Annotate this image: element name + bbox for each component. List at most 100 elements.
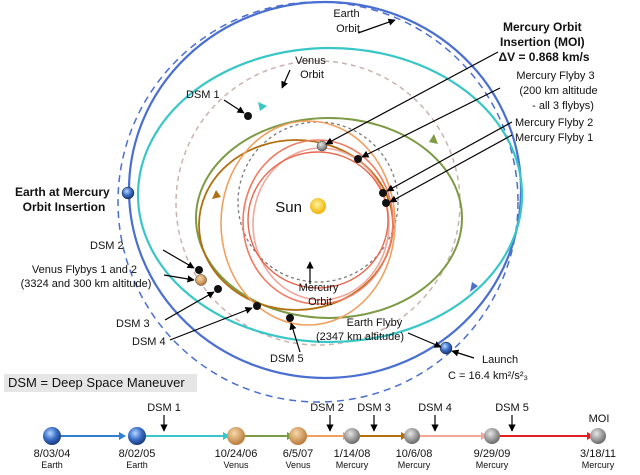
timeline-arrowhead-1 — [119, 432, 126, 440]
trajectory-earth-venus-leg — [136, 46, 524, 344]
timeline-mercury-3-icon — [484, 428, 500, 444]
dsm5-dot — [286, 314, 294, 322]
timeline-body-3: Venus — [223, 460, 249, 470]
flyby2-leader — [386, 121, 513, 192]
direction-arrow-blue — [470, 282, 478, 292]
trajectory — [127, 0, 524, 380]
dsm4-leader — [169, 307, 253, 341]
flyby2-label: Mercury Flyby 2 — [515, 117, 593, 129]
flyby3-leader — [361, 87, 501, 158]
venus-flybys-leader — [163, 274, 195, 283]
timeline: DSM 1 DSM 2 DSM 3 DSM 4 DSM 5 MOI 8/03/0… — [34, 402, 616, 470]
dsm4-dot — [253, 302, 261, 310]
earth-at-moi-label: Earth at Mercury Orbit Insertion — [15, 185, 113, 214]
timeline-date-1: 8/03/04 — [34, 448, 71, 460]
trajectory-mercury-phase-red — [247, 151, 389, 289]
venus-orbit-leader — [281, 69, 291, 89]
dsm2-leader — [162, 249, 195, 269]
event-dots — [195, 112, 390, 322]
dsm3-label: DSM 3 — [116, 318, 150, 330]
venus-flyby-icon — [195, 274, 207, 286]
venus-flybys-label-line2: (3324 and 300 km altitude) — [21, 278, 152, 290]
diagram-labels: Earth Orbit Venus Orbit Mercury Orbit In… — [15, 8, 600, 382]
timeline-venus-2-icon — [289, 427, 307, 445]
earth-orbit-label-line1: Earth — [333, 8, 359, 20]
timeline-mercury-2-icon — [404, 428, 420, 444]
flyby3-label-line2: (200 km altitude — [519, 85, 597, 97]
launch-label-line1: Launch — [482, 354, 518, 366]
timeline-body-2: Earth — [126, 460, 148, 470]
timeline-dsm1-label: DSM 1 — [147, 402, 181, 414]
mercury-orbit-path — [237, 121, 399, 283]
timeline-body-1: Earth — [41, 460, 63, 470]
sun-label: Sun — [275, 199, 302, 216]
timeline-date-3: 10/24/06 — [215, 448, 258, 460]
dsm1-label: DSM 1 — [186, 89, 220, 101]
sun-icon — [310, 198, 326, 214]
timeline-dsm4-label: DSM 4 — [418, 402, 452, 414]
moi-label-line3: ΔV = 0.868 km/s — [498, 50, 589, 64]
timeline-date-7: 9/29/09 — [474, 448, 511, 460]
moi-label: Mercury Orbit Insertion (MOI) ΔV = 0.868… — [498, 20, 589, 64]
flyby2-dot — [379, 189, 387, 197]
dsm-definition-legend: DSM = Deep Space Maneuver — [4, 374, 197, 392]
dsm4-label: DSM 4 — [132, 336, 166, 348]
venus-orbit-label-line2: Orbit — [300, 69, 324, 81]
timeline-date-6: 10/6/08 — [396, 448, 433, 460]
earth-at-moi-icon — [121, 186, 135, 200]
flyby1-leader — [389, 134, 513, 203]
mercury-moi-icon — [316, 140, 328, 152]
leader-arrows — [162, 18, 513, 359]
earth-orbit-label: Earth Orbit — [333, 8, 362, 35]
mercury-orbit-label-line1: Mercury — [299, 282, 339, 294]
timeline-mercury-moi-icon — [590, 428, 606, 444]
timeline-earth-2-icon — [128, 427, 146, 445]
flyby3-label: Mercury Flyby 3 (200 km altitude - all 3… — [516, 70, 600, 112]
earth-at-moi-label-line1: Earth at Mercury — [15, 185, 110, 199]
dsm3-leader — [164, 291, 215, 321]
venus-orbit-label: Venus Orbit — [295, 55, 329, 81]
moi-label-line2: Insertion (MOI) — [500, 35, 585, 49]
timeline-mercury-1-icon — [344, 428, 360, 444]
earth-orbit-label-line2: Orbit — [336, 23, 360, 35]
timeline-body-7: Mercury — [476, 460, 509, 470]
trajectory-mercury-phase-orange — [220, 120, 396, 326]
sun: Sun — [275, 198, 326, 216]
flyby3-label-line1: Mercury Flyby 3 — [516, 70, 594, 82]
dsm1-leader — [223, 99, 245, 114]
dsm1-dot — [244, 112, 252, 120]
timeline-moi-label: MOI — [589, 413, 610, 425]
launch-label-line2: C = 16.4 km²/s²₃ — [448, 370, 528, 382]
earth-launch-icon — [439, 341, 453, 355]
direction-arrow-brown — [212, 190, 221, 199]
timeline-venus-1-icon — [227, 427, 245, 445]
dsm2-dot — [195, 266, 203, 274]
flyby3-dot — [354, 155, 362, 163]
timeline-body-4: Venus — [285, 460, 311, 470]
flyby1-label: Mercury Flyby 1 — [515, 132, 593, 144]
venus-flybys-label-line1: Venus Flybys 1 and 2 — [32, 264, 137, 276]
timeline-date-4: 6/5/07 — [283, 448, 314, 460]
earth-flyby-label-line1: Earth Flyby — [347, 317, 403, 329]
launch-label: Launch C = 16.4 km²/s²₃ — [448, 354, 528, 382]
moi-label-line1: Mercury Orbit — [503, 20, 582, 34]
direction-arrow-green — [429, 134, 438, 144]
timeline-date-5: 1/14/08 — [334, 448, 371, 460]
venus-flybys-label: Venus Flybys 1 and 2 (3324 and 300 km al… — [21, 264, 152, 290]
timeline-date-2: 8/02/05 — [119, 448, 156, 460]
trajectory-mercury-phase-pink — [252, 147, 390, 301]
venus-orbit-label-line1: Venus — [295, 55, 326, 67]
flyby3-label-line3: - all 3 flybys) — [532, 100, 594, 112]
mercury-orbit-label-line2: Orbit — [308, 296, 332, 308]
timeline-dsm-ticks — [160, 415, 516, 432]
timeline-body-6: Mercury — [398, 460, 431, 470]
timeline-date-8: 3/18/11 — [580, 448, 616, 460]
flyby1-dot — [382, 199, 390, 207]
dsm5-leader — [289, 322, 301, 353]
dsm2-label: DSM 2 — [90, 240, 124, 252]
earth-flyby-label-line2: (2347 km altitude) — [316, 331, 404, 343]
timeline-body-8: Mercury — [582, 460, 615, 470]
launch-leader — [451, 349, 475, 359]
timeline-dsm5-label: DSM 5 — [495, 402, 529, 414]
